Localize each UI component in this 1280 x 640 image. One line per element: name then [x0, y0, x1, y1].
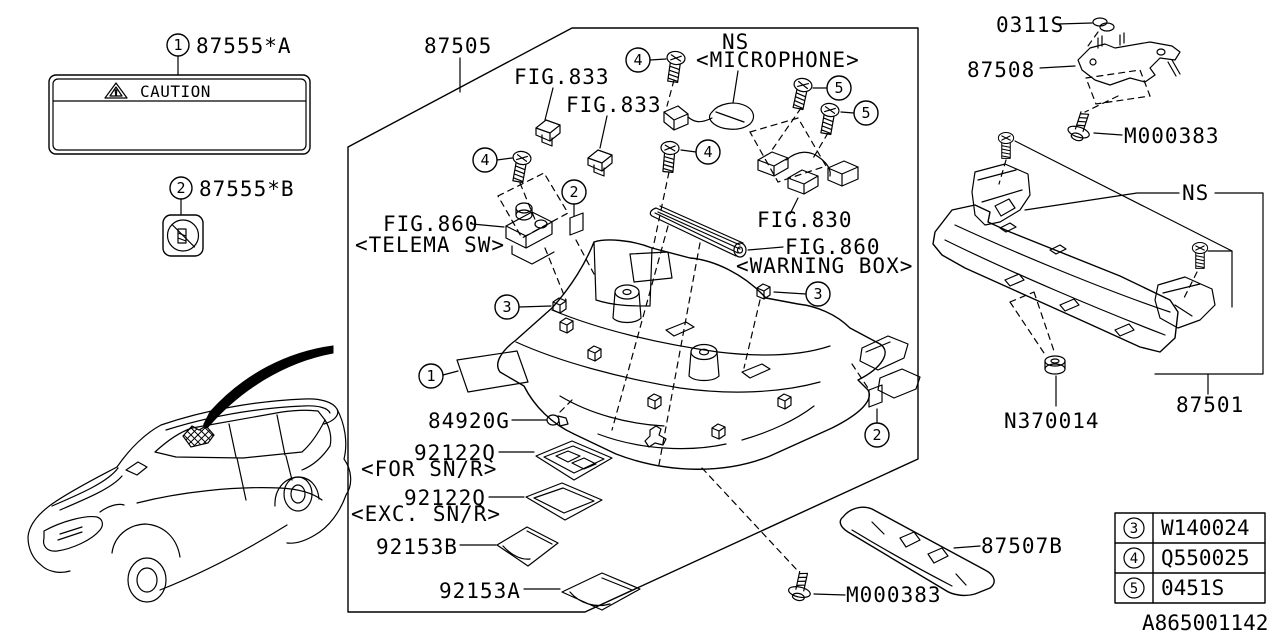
- exc-snr-label: <EXC. SN/R>: [351, 502, 501, 526]
- fig833-label-1: FIG.833: [514, 65, 610, 89]
- ns-trim-left: [971, 163, 1031, 226]
- car-illustration: [27, 345, 352, 603]
- assembly-dashed-lines: [497, 79, 869, 571]
- part-number-92122Q-exc: 92122Q: [404, 486, 486, 510]
- label-sticker-outline: [162, 214, 204, 257]
- legend-num-5: 5: [1130, 581, 1138, 597]
- part-number-92153B: 92153B: [376, 535, 458, 559]
- callout-2: 2: [176, 179, 185, 197]
- part-number-87555B: 87555*B: [199, 177, 295, 201]
- part-number-92122Q-snr: 92122Q: [414, 441, 496, 465]
- ns-label-right: NS: [1182, 181, 1209, 205]
- part-number-0311S: 0311S: [996, 13, 1064, 37]
- part-number-84920G: 84920G: [428, 409, 510, 433]
- label-position-tag: [456, 350, 529, 393]
- telema-switch-group: FIG.860 <TELEMA SW>: [355, 202, 555, 265]
- bracket-assembly-group: 0311S 87508 M000383 NS 87501: [932, 13, 1264, 433]
- legend-code-W140024: W140024: [1161, 516, 1250, 540]
- prohibition-label-group: 2 87555*B: [162, 176, 295, 257]
- prohibition-icon: [166, 219, 200, 252]
- bulb-group: 84920G: [428, 409, 569, 433]
- trim-87507B-group: 87507B M000383: [786, 506, 1063, 607]
- ns-microphone-label: NS: [722, 30, 749, 54]
- legend-num-4: 4: [1130, 551, 1138, 567]
- callout-3: 3: [813, 285, 822, 303]
- fig860-telema-label: FIG.860: [383, 212, 479, 236]
- main-panel-border-group: 87505: [347, 27, 919, 613]
- pointer-arrow: [203, 345, 334, 429]
- fig830-label: FIG.830: [757, 208, 853, 232]
- microphone-label: <MICROPHONE>: [696, 48, 860, 72]
- callout-2: 2: [872, 426, 881, 444]
- callout-4: 4: [633, 51, 642, 69]
- legend-code-Q550025: Q550025: [1161, 546, 1250, 570]
- screw-callout-4-group: 4 4 4: [472, 47, 721, 184]
- part-number-N370014: N370014: [1004, 409, 1100, 433]
- legend-table: 3 W140024 4 Q550025 5 0451S: [1114, 512, 1266, 604]
- part-number-92153A: 92153A: [439, 579, 521, 603]
- fig833-group: FIG.833 FIG.833: [514, 65, 662, 177]
- inner-callout-tags: 2 2 1: [418, 179, 890, 448]
- part-number-87507B: 87507B: [981, 534, 1063, 558]
- console-body: [497, 239, 921, 470]
- console-side-pieces: [859, 335, 921, 399]
- fig830-group: 5 5 FIG.830: [757, 75, 879, 232]
- drawing-number: A865001142: [1142, 611, 1268, 635]
- fig833-label-2: FIG.833: [566, 93, 662, 117]
- caution-label-inner: [52, 78, 307, 151]
- part-number-87505: 87505: [424, 34, 492, 58]
- callout-4: 4: [703, 143, 712, 161]
- callout-5: 5: [861, 104, 870, 122]
- panel-border: [347, 27, 919, 613]
- callout-4: 4: [480, 151, 489, 169]
- part-number-87508: 87508: [967, 58, 1035, 82]
- telema-sw-label: <TELEMA SW>: [355, 233, 505, 257]
- part-number-87501: 87501: [1176, 393, 1244, 417]
- caution-label-group: 1 87555*A CAUTION: [48, 33, 311, 155]
- bracket-87501: [932, 204, 1179, 353]
- callout-3: 3: [502, 298, 511, 316]
- warning-box-label: <WARNING BOX>: [736, 254, 913, 278]
- callout-1: 1: [426, 367, 435, 385]
- part-number-M000383-bottom: M000383: [846, 583, 942, 607]
- part-number-87555A: 87555*A: [196, 34, 292, 58]
- bracket-87508: [1077, 32, 1181, 86]
- callout-5: 5: [834, 79, 843, 97]
- warning-triangle-icon: [104, 82, 128, 99]
- fig860-warning-label: FIG.860: [785, 235, 881, 259]
- caution-text: CAUTION: [140, 82, 211, 101]
- console-clip: [644, 425, 667, 448]
- callout-1: 1: [173, 36, 182, 54]
- part-number-M000383-top: M000383: [1124, 124, 1220, 148]
- clip-callout-3-group: 3 3: [494, 281, 831, 320]
- microphone-group: NS <MICROPHONE>: [663, 30, 860, 131]
- console-location-patch: [182, 425, 215, 448]
- lens-group: 92122Q <FOR SN/R> 92122Q <EXC. SN/R> 921…: [351, 440, 641, 611]
- warning-box-group: FIG.860 <WARNING BOX>: [649, 205, 913, 278]
- caution-label-outer: [48, 74, 311, 155]
- legend-num-3: 3: [1130, 521, 1138, 537]
- nut-N370014: [1044, 355, 1066, 375]
- ns-trim-right: [1154, 276, 1216, 329]
- for-snr-label: <FOR SN/R>: [361, 457, 497, 481]
- legend-code-0451S: 0451S: [1161, 576, 1224, 600]
- callout-2: 2: [569, 183, 578, 201]
